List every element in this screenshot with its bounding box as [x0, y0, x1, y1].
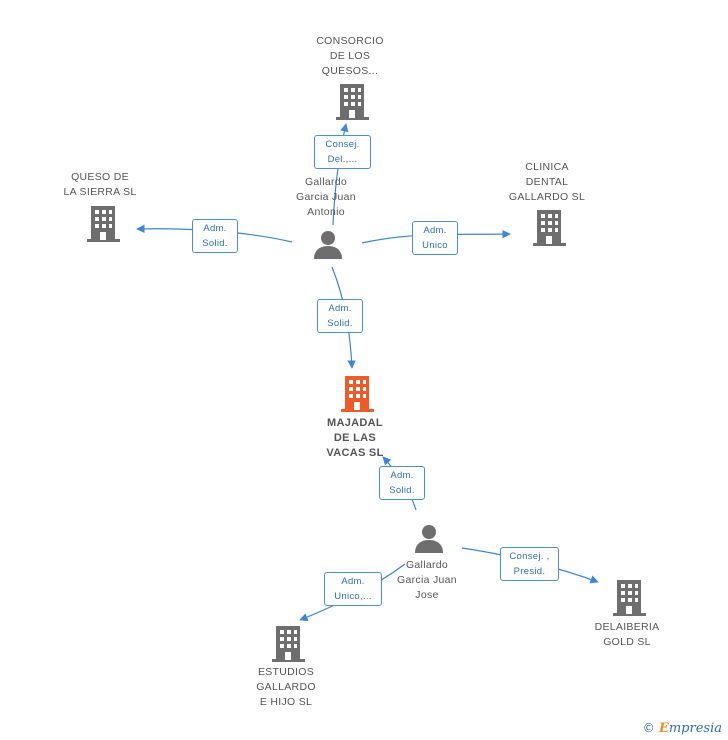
label-line: VACAS SL — [326, 447, 384, 459]
copyright-brand[interactable]: © Empresia — [643, 721, 722, 736]
node-label-gallardo-jose: Gallardo Garcia Juan Jose — [377, 558, 477, 603]
brand-name: mpresia — [668, 721, 722, 736]
label-line: Antonio — [307, 206, 345, 218]
brand-initial: E — [658, 721, 669, 736]
label-line: CONSORCIO — [316, 35, 384, 47]
edge-label-line: Adm. — [341, 576, 365, 587]
label-line: Jose — [415, 589, 439, 601]
edge-label-line: Adm. — [328, 303, 352, 314]
label-line: GALLARDO — [256, 681, 316, 693]
label-line: Garcia Juan — [296, 191, 356, 203]
node-label-majadal: MAJADAL DE LAS VACAS SL — [305, 416, 405, 461]
copyright-icon: © — [642, 721, 655, 735]
edge-label-line: Unico — [422, 240, 448, 251]
edge-label-line: Solid. — [327, 318, 353, 329]
label-line: QUESOS... — [321, 65, 379, 77]
label-line: ESTUDIOS — [257, 666, 315, 678]
edge-label-line: Solid. — [389, 485, 415, 496]
node-label-clinica: CLINICA DENTAL GALLARDO SL — [497, 160, 597, 205]
label-line: CLINICA — [525, 161, 569, 173]
label-line: E HIJO SL — [259, 696, 313, 708]
node-label-queso-sierra: QUESO DE LA SIERRA SL — [50, 170, 150, 200]
edge-label-adm-unico[interactable]: Adm. Unico — [412, 221, 458, 255]
label-line: GALLARDO SL — [508, 191, 586, 203]
node-label-delaiberia: DELAIBERIA GOLD SL — [577, 620, 677, 650]
edge-label-line: Unico,... — [334, 591, 372, 602]
edge-label-line: Consej. , — [509, 551, 550, 562]
label-line: MAJADAL — [327, 417, 383, 429]
label-line: DE LOS — [329, 50, 371, 62]
building-icon[interactable] — [341, 376, 375, 412]
edge-label-adm-solid[interactable]: Adm. Solid. — [192, 219, 238, 253]
building-icon[interactable] — [613, 580, 647, 616]
edge-label-line: Presid. — [513, 566, 546, 577]
edge-label-adm-unico[interactable]: Adm. Unico,... — [324, 572, 382, 606]
edge-label-line: Consej. — [325, 139, 360, 150]
node-label-consorcio: CONSORCIO DE LOS QUESOS... — [300, 34, 400, 79]
label-line: Garcia Juan — [397, 574, 457, 586]
edge-label-line: Adm. — [390, 470, 414, 481]
label-line: DENTAL — [525, 176, 569, 188]
person-icon[interactable] — [414, 524, 444, 554]
label-line: Gallardo — [304, 176, 348, 188]
label-line: DE LAS — [333, 432, 377, 444]
building-icon[interactable] — [87, 206, 121, 242]
label-line: GOLD SL — [603, 636, 651, 648]
building-icon[interactable] — [272, 626, 306, 662]
edge-label-consej-del[interactable]: Consej. Del.,... — [314, 135, 371, 169]
label-line: DELAIBERIA — [594, 621, 660, 633]
edge-label-line: Del.,... — [327, 154, 358, 165]
building-icon[interactable] — [533, 210, 567, 246]
label-line: Gallardo — [405, 559, 449, 571]
node-label-gallardo-antonio: Gallardo Garcia Juan Antonio — [276, 175, 376, 220]
edge-label-adm-solid[interactable]: Adm. Solid. — [317, 299, 363, 333]
building-icon[interactable] — [336, 84, 370, 120]
edge-label-adm-solid[interactable]: Adm. Solid. — [379, 466, 425, 500]
person-icon[interactable] — [313, 230, 343, 260]
edge-label-line: Adm. — [423, 225, 447, 236]
edge-label-line: Solid. — [202, 238, 228, 249]
label-line: LA SIERRA SL — [63, 186, 137, 198]
edge-label-line: Adm. — [203, 223, 227, 234]
edge-label-consej-presid[interactable]: Consej. , Presid. — [500, 547, 559, 581]
label-line: QUESO DE — [71, 171, 129, 183]
node-label-estudios: ESTUDIOS GALLARDO E HIJO SL — [236, 665, 336, 710]
